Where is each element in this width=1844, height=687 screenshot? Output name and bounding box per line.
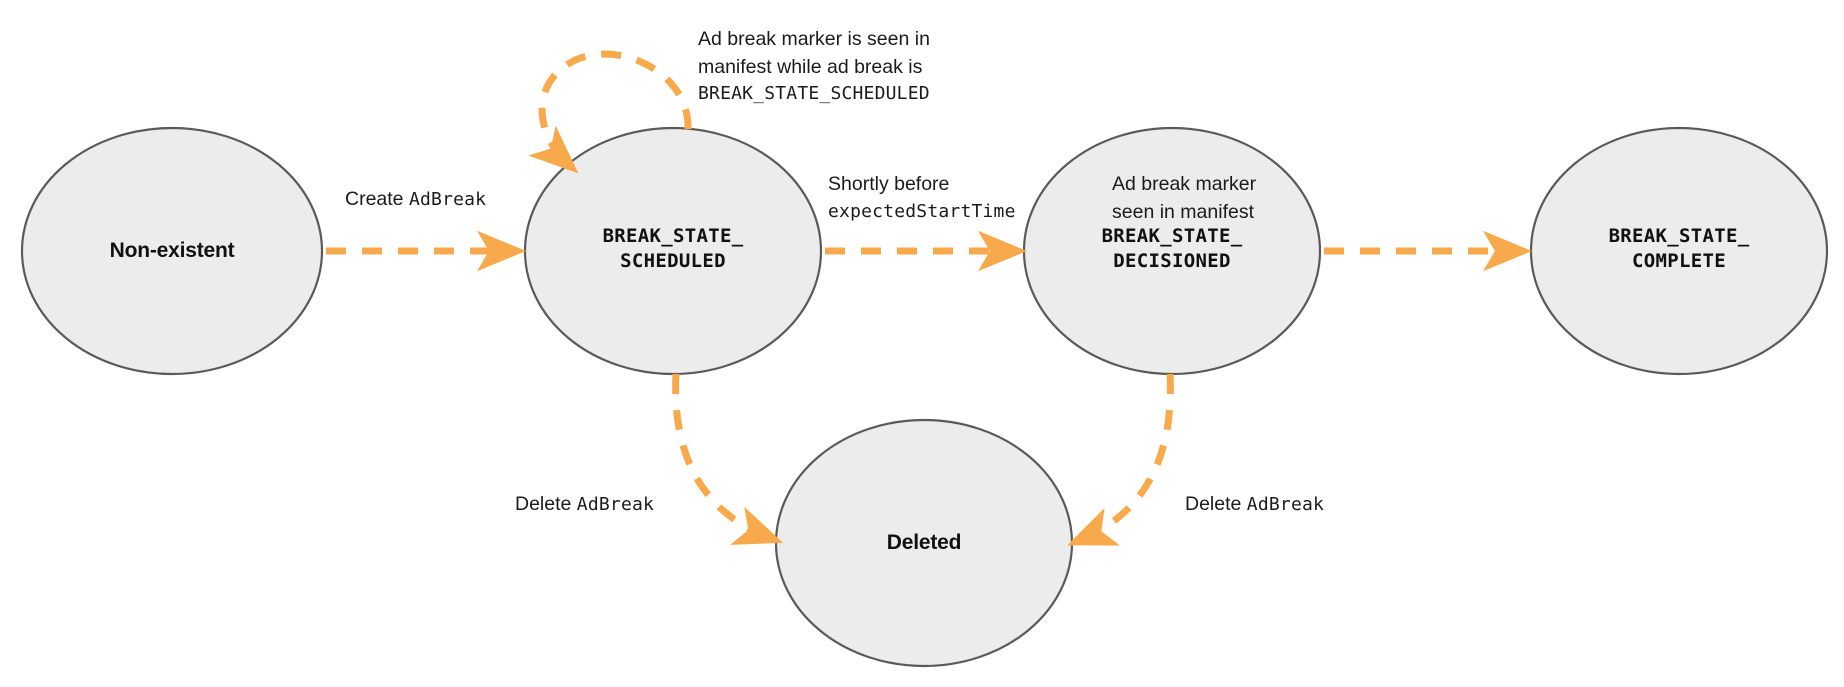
node-shape-break-state-decisioned[interactable] [1022,126,1322,376]
edge-path-ad-break-marker-self-loop [528,50,692,174]
edge-path-delete-adbreak-from-decisioned [1067,373,1174,546]
edge-paths [326,50,1532,546]
node-shape-break-state-scheduled[interactable] [523,126,823,376]
edge-path-delete-adbreak-from-scheduled [672,373,784,545]
node-shape-non-existent[interactable] [20,126,324,376]
node-shape-deleted[interactable] [774,418,1074,668]
node-shapes [20,126,1829,668]
node-shape-break-state-complete[interactable] [1529,126,1829,376]
